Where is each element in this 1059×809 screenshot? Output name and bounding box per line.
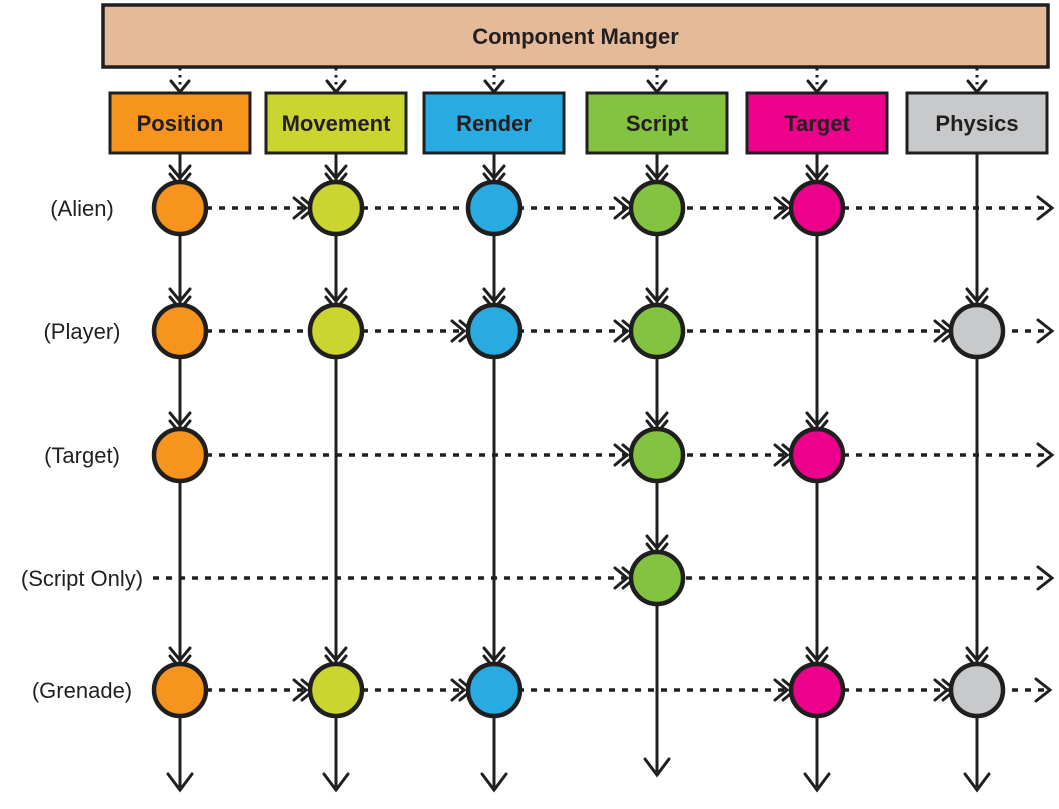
player-physics-in-arrow-top — [965, 287, 989, 304]
grenade-row-end-arrow — [1034, 677, 1053, 703]
alien-row-end-arrow — [1036, 195, 1055, 221]
script-only-script-node — [628, 549, 686, 607]
script-column-bottom-arrow — [643, 757, 671, 778]
grenade-position-node — [151, 661, 209, 719]
player-row-end-arrow — [1036, 318, 1055, 344]
grenade-physics-in-arrow-left — [933, 678, 950, 702]
grenade-render-in-arrow-top — [482, 646, 506, 663]
grenade-physics-in-arrow-top — [965, 646, 989, 663]
component-box-script — [585, 91, 729, 155]
alien-movement-node — [307, 179, 365, 237]
alien-movement-in-arrow-left — [292, 196, 309, 220]
grenade-target-in-arrow-left — [773, 678, 790, 702]
target-column-bottom-arrow — [803, 772, 831, 793]
target-entity-position-node — [151, 426, 209, 484]
entity-label-alien: (Alien) — [50, 196, 114, 221]
grenade-movement-in-arrow-left — [292, 678, 309, 702]
target-entity-script-node — [628, 426, 686, 484]
alien-render-in-arrow-top — [482, 164, 506, 181]
player-position-in-arrow-top — [168, 287, 192, 304]
player-position-node — [151, 302, 209, 360]
entity-label-target-entity: (Target) — [44, 443, 120, 468]
player-script-in-arrow-top — [645, 287, 669, 304]
component-box-position-label: Position — [137, 111, 224, 136]
component-box-movement — [264, 91, 408, 155]
grenade-target-in-arrow-top — [805, 646, 829, 663]
alien-render-node — [465, 179, 523, 237]
alien-movement-in-arrow-top — [324, 164, 348, 181]
player-physics-in-arrow-left — [933, 319, 950, 343]
grenade-position-in-arrow-top — [168, 646, 192, 663]
player-movement-node — [307, 302, 365, 360]
alien-position-in-arrow-top — [168, 164, 192, 181]
component-box-movement-label: Movement — [282, 111, 391, 136]
target-entity-row-end-arrow — [1036, 442, 1055, 468]
physics-column-bottom-arrow — [963, 772, 991, 793]
grenade-render-node — [465, 661, 523, 719]
alien-script-node — [628, 179, 686, 237]
target-entity-target-node — [788, 426, 846, 484]
target-entity-script-in-arrow-top — [645, 411, 669, 428]
player-movement-in-arrow-top — [324, 287, 348, 304]
movement-column-bottom-arrow — [322, 772, 350, 793]
player-render-node — [465, 302, 523, 360]
component-manager-title: Component Manger — [472, 24, 679, 49]
entity-label-grenade: (Grenade) — [32, 678, 132, 703]
position-column-bottom-arrow — [166, 772, 194, 793]
player-script-node — [628, 302, 686, 360]
component-manager-box — [101, 3, 1050, 69]
alien-target-node — [788, 179, 846, 237]
target-entity-target-in-arrow-left — [773, 443, 790, 467]
grenade-physics-node — [948, 661, 1006, 719]
player-physics-node — [948, 302, 1006, 360]
script-only-script-in-arrow-left — [613, 566, 630, 590]
target-entity-target-in-arrow-top — [805, 411, 829, 428]
component-box-target — [745, 91, 889, 155]
target-entity-script-in-arrow-left — [613, 443, 630, 467]
component-box-physics-label: Physics — [935, 111, 1018, 136]
player-script-in-arrow-left — [613, 319, 630, 343]
player-render-in-arrow-top — [482, 287, 506, 304]
component-box-script-label: Script — [626, 111, 689, 136]
component-box-target-label: Target — [784, 111, 850, 136]
component-box-physics — [905, 91, 1049, 155]
script-only-script-in-arrow-top — [645, 534, 669, 551]
render-column-bottom-arrow — [480, 772, 508, 793]
component-box-position — [108, 91, 252, 155]
grenade-target-node — [788, 661, 846, 719]
alien-position-node — [151, 179, 209, 237]
entity-label-player: (Player) — [43, 319, 120, 344]
alien-script-in-arrow-top — [645, 164, 669, 181]
grenade-movement-node — [307, 661, 365, 719]
player-render-in-arrow-left — [450, 319, 467, 343]
alien-script-in-arrow-left — [613, 196, 630, 220]
alien-target-in-arrow-left — [773, 196, 790, 220]
component-box-render — [422, 91, 566, 155]
script-only-row-end-arrow — [1036, 565, 1055, 591]
entity-label-script-only: (Script Only) — [21, 566, 143, 591]
grenade-movement-in-arrow-top — [324, 646, 348, 663]
alien-target-in-arrow-top — [805, 164, 829, 181]
target-entity-position-in-arrow-top — [168, 411, 192, 428]
grenade-render-in-arrow-left — [450, 678, 467, 702]
component-box-render-label: Render — [456, 111, 532, 136]
